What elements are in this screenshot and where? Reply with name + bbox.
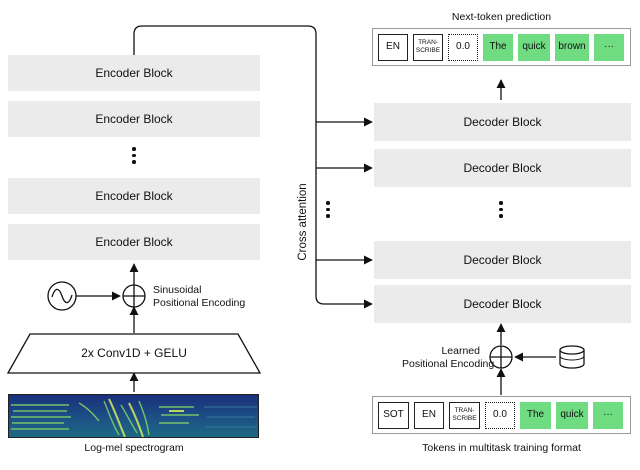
encoder-block-1: Encoder Block (8, 55, 260, 91)
output-token-row: EN TRAN- SCRIBE 0.0 The quick brown ··· (372, 28, 631, 66)
input-token-the: The (520, 401, 551, 429)
decoder-add-icon (489, 345, 513, 369)
output-token-timestamp: 0.0 (448, 33, 478, 61)
output-token-brown: brown (555, 33, 589, 61)
output-token-transcribe: TRAN- SCRIBE (413, 33, 443, 61)
decoder-block-2: Decoder Block (374, 149, 631, 187)
output-token-en: EN (378, 33, 408, 61)
conv-label: 2x Conv1D + GELU (81, 346, 187, 360)
input-token-transcribe: TRAN- SCRIBE (449, 401, 480, 429)
output-token-quick: quick (518, 33, 550, 61)
embedding-cylinder-icon (559, 345, 585, 369)
sinusoidal-label: Sinusoidal Positional Encoding (153, 284, 246, 309)
next-token-prediction-title: Next-token prediction (451, 11, 552, 23)
decoder-block-1: Decoder Block (374, 103, 631, 141)
spectrogram-label: Log-mel spectrogram (84, 442, 184, 454)
decoder-block-4: Decoder Block (374, 285, 631, 323)
output-token-the: The (483, 33, 513, 61)
cross-attention-label: Cross attention (297, 183, 309, 261)
log-mel-spectrogram-image (8, 394, 259, 438)
input-tokens-title: Tokens in multitask training format (422, 442, 581, 454)
conv-trapezoid (6, 333, 262, 374)
encoder-add-icon (122, 284, 146, 308)
encoder-ellipsis (129, 144, 139, 167)
output-token-ellipsis: ··· (594, 33, 624, 61)
cross-attention-ellipsis (323, 198, 333, 221)
encoder-block-4: Encoder Block (8, 224, 260, 260)
cross-attn-arrow-4 (315, 295, 373, 309)
input-token-row: SOT EN TRAN- SCRIBE 0.0 The quick ··· (372, 396, 631, 434)
decoder-block-3: Decoder Block (374, 241, 631, 279)
sinusoid-icon (47, 281, 77, 311)
encoder-block-2: Encoder Block (8, 101, 260, 137)
encoder-output-line (133, 25, 317, 296)
learned-label: Learned Positional Encoding (402, 345, 495, 370)
decoder-ellipsis-center (496, 198, 506, 221)
input-token-sot: SOT (378, 401, 409, 429)
input-token-en: EN (414, 401, 444, 429)
encoder-block-3: Encoder Block (8, 178, 260, 214)
input-token-quick: quick (556, 401, 588, 429)
input-token-timestamp: 0.0 (485, 401, 515, 429)
input-token-ellipsis: ··· (593, 401, 623, 429)
